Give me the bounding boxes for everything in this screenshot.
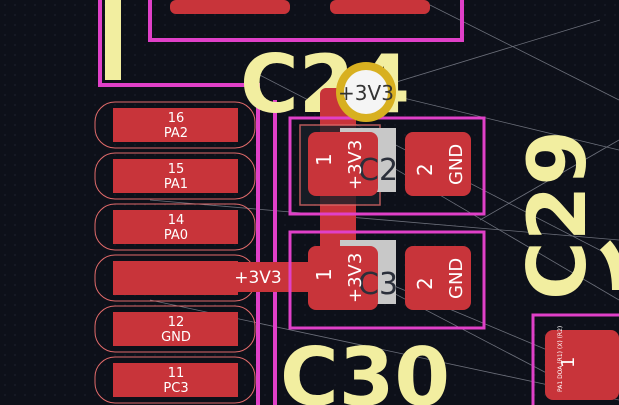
ic-pin-net: PC3 (163, 381, 188, 396)
capacitor-c27[interactable]: C2 1 +3V3 2 GND (288, 116, 486, 216)
via-net-label: +3V3 (338, 81, 394, 105)
ic-pin-net: GND (161, 330, 191, 345)
c27-pad2-net: GND (446, 144, 467, 185)
top-partial-pads (170, 0, 430, 14)
c30-reference: C30 (280, 331, 450, 405)
ic-pin-fab-outline (94, 101, 256, 149)
ic-pin-pad[interactable] (113, 312, 238, 346)
ic-pin-net: PA0 (164, 228, 188, 243)
ic-pin-number: 12 (168, 315, 185, 330)
ic-pin-number: 11 (168, 366, 185, 381)
ic-pin-net: PA2 (164, 126, 188, 141)
ic-pin-pad[interactable] (113, 210, 238, 244)
c27-pad1-net: +3V3 (345, 140, 366, 190)
grid-dots (4, 4, 616, 396)
silkscreen-bar (105, 0, 121, 80)
track-net-label: +3V3 (234, 268, 282, 288)
c31-pad1-number: 1 (558, 357, 579, 368)
ic-pin-fab-outline (94, 203, 256, 251)
capacitor-c30[interactable]: C3 1 +3V3 2 GND (288, 230, 486, 330)
c30-pad1-number: 1 (312, 268, 336, 281)
ic-pin-number: 16 (168, 111, 185, 126)
c29-reference: C29 (511, 130, 604, 300)
ic-pin-number: 14 (168, 213, 185, 228)
c27-designator: C2 (358, 153, 398, 188)
ic-pin-net: PA1 (164, 177, 188, 192)
ic-pin-fab-outline (94, 305, 256, 353)
c30-pad2-net: GND (446, 258, 467, 299)
c30-pad2-number: 2 (413, 277, 437, 290)
ic-pin-pad[interactable] (113, 363, 238, 397)
ic-pin-pad[interactable] (113, 159, 238, 193)
silkscreen-layer: C24 C29 C30 (240, 38, 604, 405)
via-3v3[interactable]: +3V3 (336, 62, 396, 122)
ic-pin-pad[interactable] (113, 108, 238, 142)
ic-pin-number: 15 (168, 162, 185, 177)
c30-designator: C3 (358, 267, 398, 302)
c27-pad1-number: 1 (312, 153, 336, 166)
c31-tiny-text: PA1 DOA (R1) (X) (R2) (557, 326, 564, 392)
ic-pin-fab-outline (94, 356, 256, 404)
c30-pad1-net: +3V3 (345, 253, 366, 303)
ic-pin-fab-outline (94, 152, 256, 200)
c27-pad2-number: 2 (413, 163, 437, 176)
ic-courtyard (98, 0, 464, 405)
partial-component-c31[interactable]: 1 PA1 DOA (R1) (X) (R2) (531, 313, 619, 405)
